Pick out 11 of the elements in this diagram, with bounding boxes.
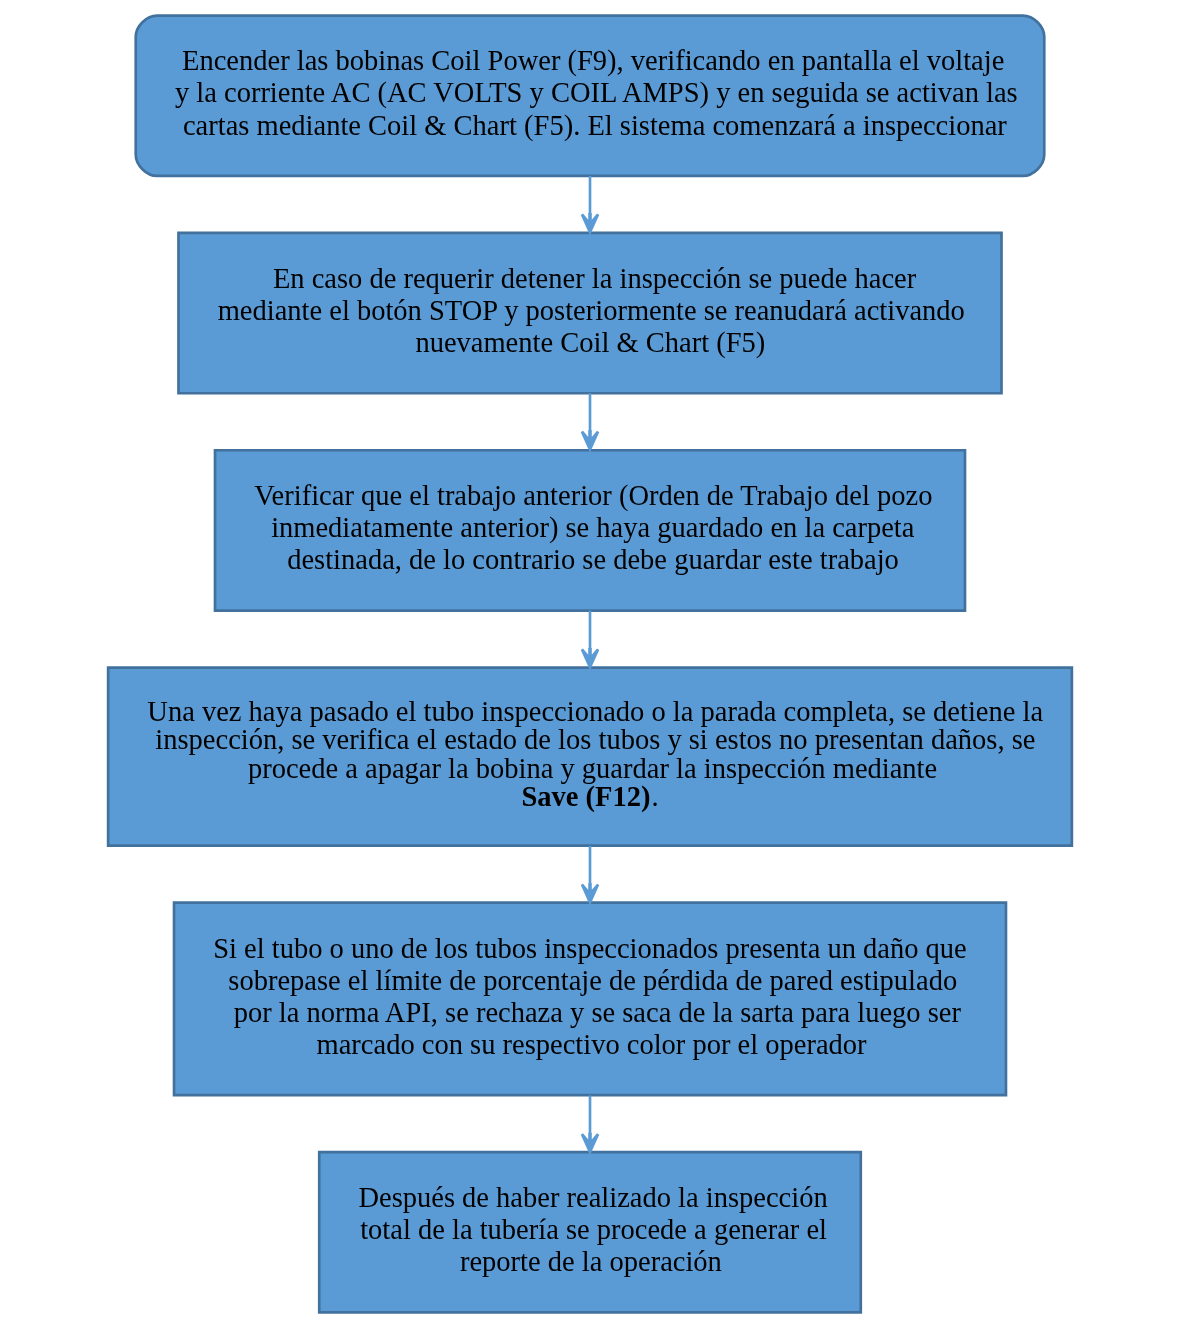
node-box: Después de haber realizado la inspección total de la tubería se procede a generar el reporte de la operación — [317, 1150, 862, 1314]
arrow — [580, 393, 599, 451]
arrow — [580, 610, 599, 669]
node-box: Si el tubo o uno de los tubos inspeccionados presenta un daño que sobrepase el límite de porcentaje de pérdida de pared estipulado por la norma API, se rechaza y se saca de la sarta para luego ser marcado con su respectivo color por el operador — [172, 901, 1007, 1097]
node-box: Encender las bobinas Coil Power (F9), verificando en pantalla el voltaje y la corriente AC (AC VOLTS y COIL AMPS) y en seguida se activan las cartas mediante Coil & Chart (F5). El sistema comenzará a inspeccionar — [133, 14, 1046, 178]
arrow — [580, 1095, 599, 1154]
node-box: Verificar que el trabajo anterior (Orden de Trabajo del pozo inmediatamente anterior) se haya guardado en la carpeta destinada, de lo contrario se debe guardar este trabajo — [213, 448, 966, 612]
node-box: En caso de requerir detener la inspección se puede hacer mediante el botón STOP y posteriormente se reanudará activando nuevamente Coil & Chart (F5) — [176, 231, 1003, 395]
node-box: Una vez haya pasado el tubo inspeccionado o la parada completa, se detiene la inspección, se verifica el estado de los tubos y si estos no presentan daños, se procede a apagar la bobina y guardar la inspección mediante Save (F12). — [106, 666, 1073, 848]
arrow — [580, 845, 599, 904]
arrow — [580, 175, 599, 234]
